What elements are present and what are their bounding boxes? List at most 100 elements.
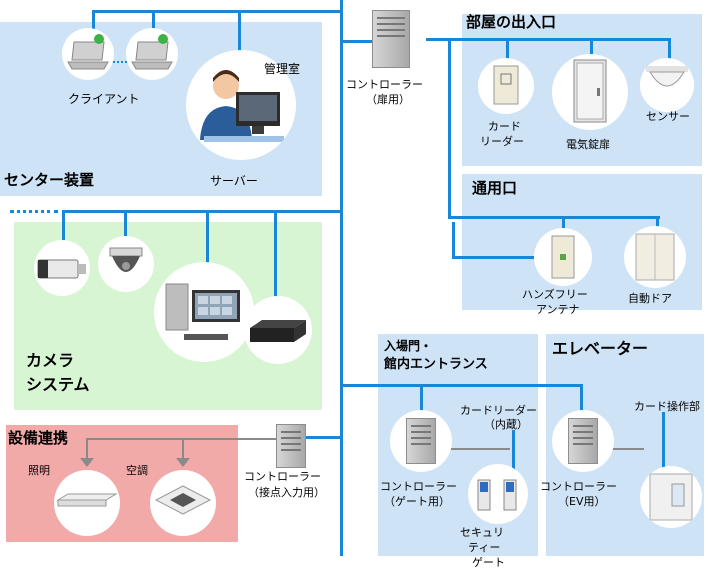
facility-bus — [86, 438, 276, 440]
antenna-loop — [452, 222, 455, 258]
auto-door-icon — [635, 233, 675, 281]
drop-lock — [590, 38, 593, 56]
facility-title: 設備連携 — [8, 429, 69, 447]
gate-connector — [444, 448, 510, 450]
drop-server — [238, 10, 241, 54]
drop-card-reader — [506, 38, 509, 60]
ev-controller-icon — [568, 418, 598, 464]
operator-icon — [200, 70, 284, 142]
antenna-line2: アンテナ — [536, 303, 580, 316]
ev-card-panel-circle — [640, 466, 702, 528]
client-circle-2 — [126, 28, 178, 80]
camera-title-line1: カメラ — [26, 351, 75, 370]
camera-circle-2 — [98, 236, 154, 292]
power-icon — [94, 34, 104, 44]
server-label: サーバー — [210, 174, 258, 188]
main-vertical-bus — [340, 0, 343, 556]
center-top-bus — [92, 10, 342, 13]
server-circle — [186, 50, 296, 160]
gate-controller-line2: （ゲート用） — [384, 495, 450, 508]
controller-door-line1: コントローラー — [346, 78, 423, 91]
aircon-circle — [150, 470, 216, 536]
elevator-title: エレベーター — [552, 339, 649, 358]
dome-camera-icon — [109, 247, 143, 272]
card-reader-line2: リーダー — [480, 135, 524, 148]
nvr-circle — [244, 296, 312, 364]
power-icon — [158, 34, 168, 44]
contact-link — [306, 436, 342, 439]
recorder-circle — [154, 262, 254, 362]
management-room-label: 管理室 — [264, 62, 301, 76]
drop-client1 — [92, 10, 95, 32]
drop-auto-door — [656, 216, 659, 230]
card-reader-circle — [478, 58, 534, 114]
arrow-lighting — [80, 458, 94, 467]
antenna-icon — [551, 235, 575, 279]
sensor-icon — [646, 66, 688, 87]
laptop-icon — [131, 41, 173, 70]
center-dotted-edge — [10, 210, 58, 213]
facility-drop-aircon — [182, 438, 184, 462]
security-gate-circle — [468, 464, 528, 524]
lighting-label: 照明 — [28, 464, 50, 477]
passage-riser — [448, 38, 451, 218]
gate-controller-icon — [406, 418, 436, 464]
arrow-aircon — [176, 458, 190, 467]
door-icon — [573, 59, 607, 123]
security-gate-line1: セキュリ — [460, 526, 504, 539]
drop-camera2 — [124, 210, 127, 240]
gate-card-reader-line2: （内蔵） — [484, 418, 528, 431]
client-label: クライアント — [68, 92, 140, 106]
lock-door-circle — [552, 54, 628, 130]
passage-title: 通用口 — [472, 179, 518, 197]
ev-controller-circle — [552, 410, 614, 472]
passage-bus — [448, 216, 660, 219]
lock-door-label: 電気錠扉 — [566, 138, 610, 151]
client-circle-1 — [62, 28, 114, 80]
laptop-icon — [67, 41, 109, 70]
desktop-pc-icon — [165, 283, 240, 340]
controller-contact-line2: （接点入力用） — [248, 486, 325, 499]
antenna-loop-h — [452, 256, 536, 259]
controller-contact-icon — [276, 424, 306, 468]
security-gate-line3: ゲート — [472, 556, 505, 569]
room-entrance-title: 部屋の出入口 — [466, 13, 557, 31]
room-bus — [426, 38, 670, 41]
drop-recorder — [206, 210, 209, 266]
ev-controller-line1: コントローラー — [540, 480, 617, 493]
security-gate-line2: ティー — [468, 541, 501, 554]
gate-bus — [342, 384, 582, 387]
ceiling-aircon-icon — [154, 485, 212, 515]
drop-gate-controller — [420, 384, 423, 412]
ev-card-panel-label: カード操作部 — [634, 400, 700, 413]
sensor-label: センサー — [646, 110, 690, 123]
auto-door-circle — [624, 226, 686, 288]
gate-controller-circle — [390, 410, 452, 472]
camera-title-line2: システム — [26, 375, 90, 394]
ev-connector — [604, 448, 644, 450]
center-equipment-title: センター装置 — [4, 171, 95, 189]
camera-circle-1 — [34, 240, 90, 296]
box-camera-icon — [37, 259, 86, 279]
gate-reader-line — [512, 430, 515, 480]
controller-door-line2: （扉用） — [366, 93, 410, 106]
drop-antenna — [562, 216, 565, 234]
drop-ev-controller — [580, 384, 583, 412]
card-reader-line1: カード — [488, 120, 521, 133]
antenna-circle — [534, 228, 592, 286]
controller-door-icon — [372, 10, 410, 68]
gate-title-line1: 入場門・ — [384, 339, 433, 353]
lighting-circle — [54, 470, 120, 536]
ceiling-light-icon — [56, 493, 118, 507]
gate-controller-line1: コントローラー — [380, 480, 457, 493]
ev-panel-line — [662, 412, 665, 468]
drop-camera1 — [62, 210, 65, 244]
drop-sensor — [668, 38, 671, 62]
camera-bus — [62, 210, 342, 213]
card-reader-icon — [493, 65, 519, 105]
gate-card-reader-line1: カードリーダー — [460, 404, 537, 417]
antenna-line1: ハンズフリー — [522, 288, 588, 301]
drop-nvr — [274, 210, 277, 300]
controller-door-link — [342, 40, 372, 43]
drop-client2 — [152, 10, 155, 32]
